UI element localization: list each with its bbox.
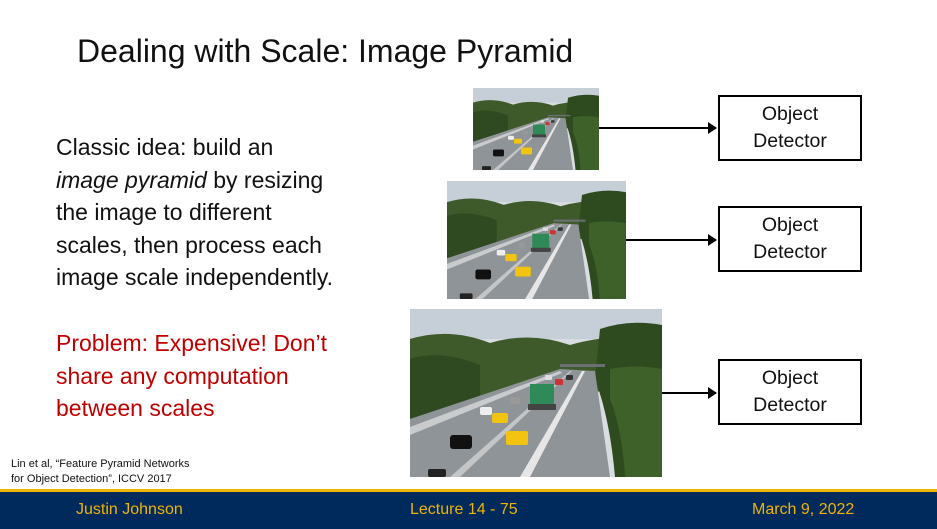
detector-label: Object (761, 214, 819, 236)
arrow-icon (599, 122, 717, 134)
body-text: Classic idea: build an image pyramid by … (56, 131, 376, 294)
detector-label: Detector (753, 130, 827, 152)
highway-image-small (473, 88, 599, 170)
citation-line: for Object Detection”, ICCV 2017 (11, 472, 172, 485)
body-line: the image to different (56, 199, 272, 226)
detector-label: Detector (753, 241, 827, 263)
body-line: image pyramid by resizing (56, 164, 376, 197)
slide-title: Dealing with Scale: Image Pyramid (77, 33, 574, 69)
body-line: image scale independently. (56, 264, 334, 291)
footer-author: Justin Johnson (76, 501, 183, 518)
body-line: Classic idea: build an (56, 134, 274, 160)
problem-line: share any computation (56, 362, 289, 389)
footer-lecture: Lecture 14 - 75 (410, 501, 518, 518)
image-pyramid-term: image pyramid (56, 166, 207, 193)
highway-image-medium (447, 181, 626, 299)
citation: Lin et al, “Feature Pyramid Networks for… (11, 457, 190, 486)
citation-line: Lin et al, “Feature Pyramid Networks (11, 458, 190, 470)
body-line-rest: by resizing (206, 166, 324, 193)
detector-label: Detector (753, 394, 827, 416)
problem-line: Problem: Expensive! Don’t (56, 330, 328, 356)
highway-image-large (410, 309, 662, 477)
body-line: scales, then process each (56, 231, 322, 258)
detector-label: Object (761, 367, 819, 389)
footer-date: March 9, 2022 (752, 501, 855, 518)
arrow-icon (662, 387, 717, 399)
footer-bar: Justin Johnson Lecture 14 - 75 March 9, … (0, 489, 937, 529)
detector-label: Object (761, 103, 819, 125)
arrow-icon (626, 234, 717, 246)
problem-text: Problem: Expensive! Don’t share any comp… (56, 327, 376, 425)
problem-line: between scales (56, 395, 215, 422)
